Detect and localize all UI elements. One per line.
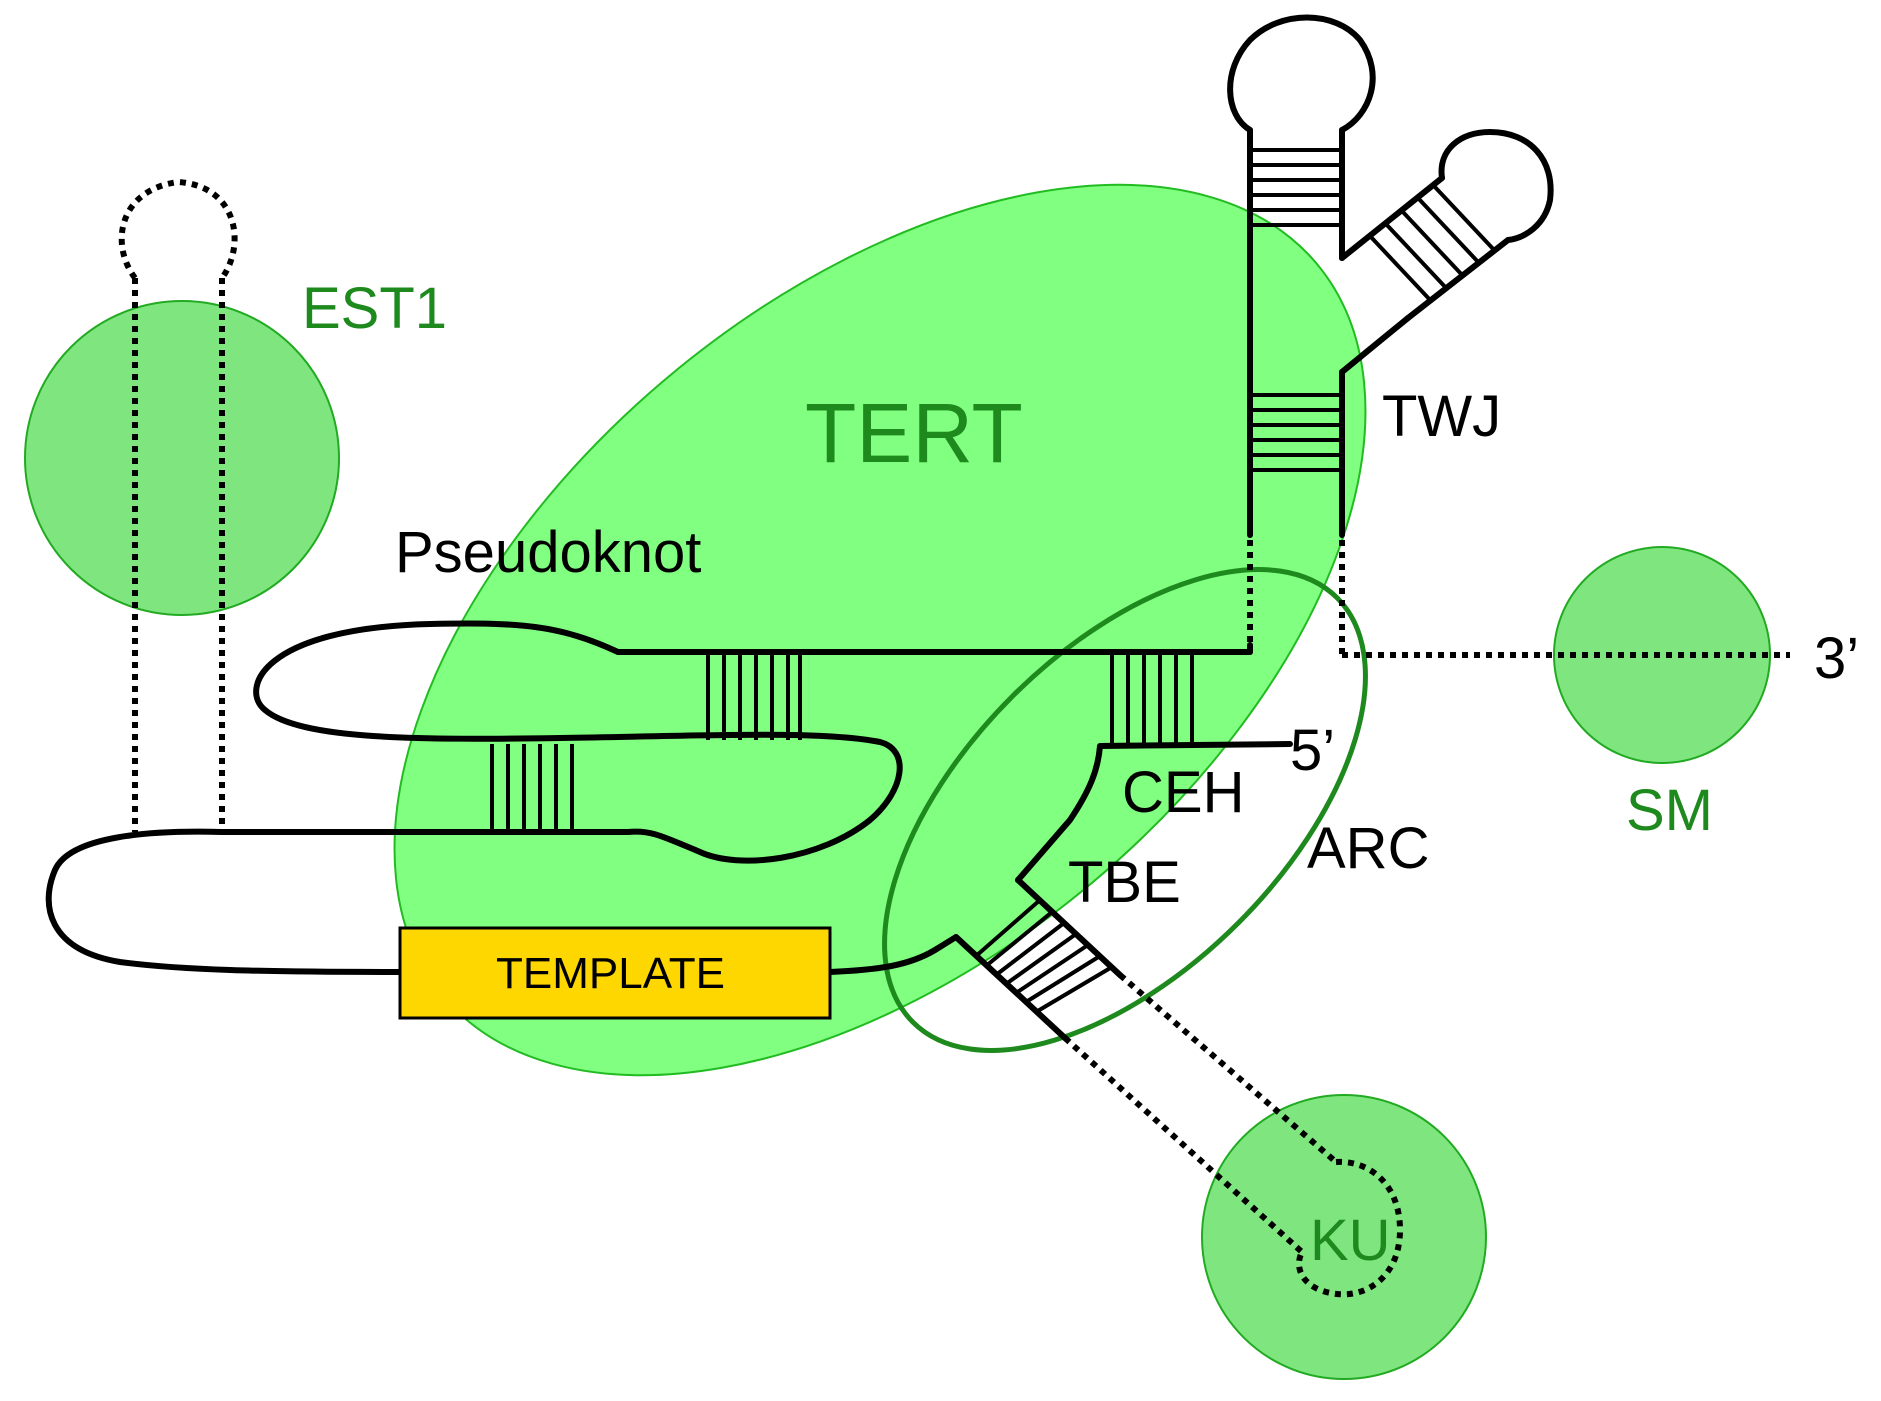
pseudoknot-basepairs-lower [490, 744, 574, 832]
est1-label: EST1 [302, 276, 447, 341]
pseudoknot-basepairs-upper [706, 652, 802, 740]
arc-label: ARC [1307, 816, 1429, 881]
five-prime-label: 5’ [1290, 718, 1335, 783]
twj-basepairs-side [1368, 184, 1498, 304]
pseudoknot-structure [45, 620, 1253, 975]
pseudoknot-label: Pseudoknot [395, 520, 701, 585]
arc-outline [882, 567, 1368, 1053]
twj-basepairs-lower [1250, 393, 1342, 472]
twj-label: TWJ [1382, 384, 1501, 449]
twj-basepairs-top [1250, 148, 1342, 227]
sm-protein-circle [1553, 546, 1771, 764]
ku-label: KU [1310, 1208, 1391, 1273]
template-box [398, 926, 832, 1020]
tert-label: TERT [805, 386, 1023, 480]
tbe-structure [827, 877, 1404, 1298]
ceh-structure [1015, 655, 1293, 883]
tbe-label: TBE [1068, 850, 1181, 915]
ceh-label: CEH [1122, 760, 1244, 825]
est1-protein-circle [24, 300, 340, 616]
ku-protein-circle [1201, 1094, 1487, 1380]
sm-label: SM [1626, 778, 1713, 843]
template-label: TEMPLATE [496, 949, 725, 998]
est1-stem-loop [118, 178, 238, 832]
three-prime-label: 3’ [1814, 626, 1859, 691]
tbe-basepairs [974, 898, 1114, 1014]
